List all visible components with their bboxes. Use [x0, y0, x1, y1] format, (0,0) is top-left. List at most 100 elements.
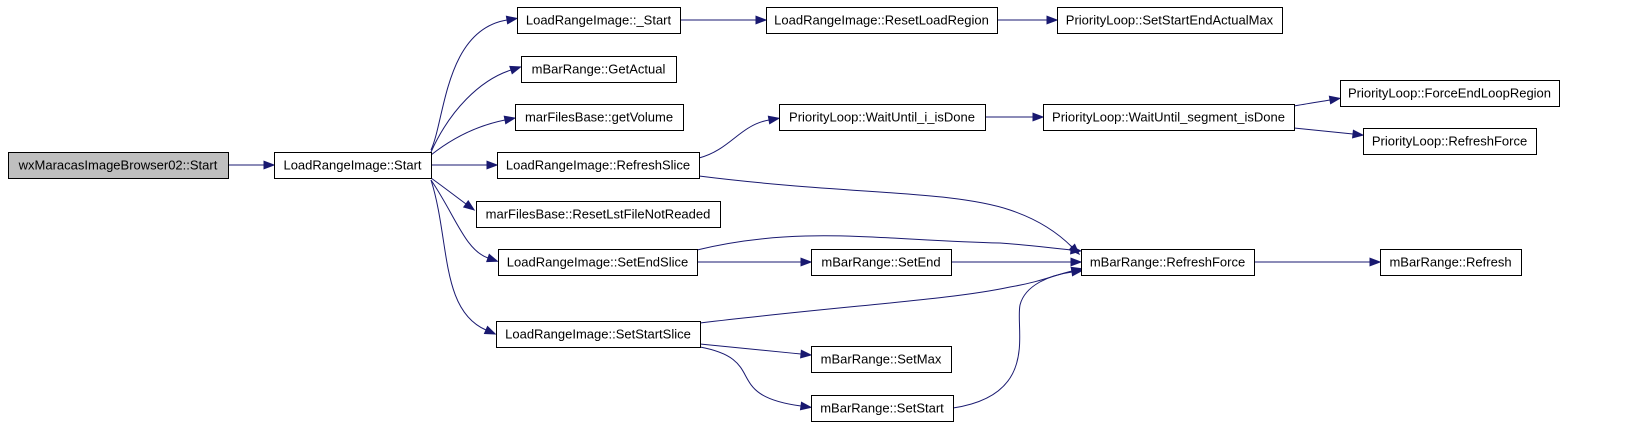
node-box — [766, 7, 998, 34]
node-label: PriorityLoop::WaitUntil_i_isDone — [789, 110, 975, 125]
edge-line — [1293, 127, 1354, 135]
edge-waituntili-to-waitsegment — [985, 112, 1045, 122]
node-ustart[interactable]: LoadRangeImage::_Start — [517, 7, 681, 34]
node-label: PriorityLoop::RefreshForce — [1372, 134, 1527, 149]
edge-setendslice-to-setend — [697, 257, 813, 267]
edge-line — [430, 177, 467, 205]
node-setmax[interactable]: mBarRange::SetMax — [811, 346, 952, 373]
node-resetlst[interactable]: marFilesBase::ResetLstFileNotReaded — [476, 201, 721, 228]
arrowhead-icon — [486, 253, 499, 263]
node-label: marFilesBase::getVolume — [525, 110, 673, 125]
node-box — [476, 201, 721, 228]
edges-layer — [228, 15, 1382, 411]
arrowhead-icon — [1352, 129, 1365, 139]
edge-refreshslice-to-waituntili — [698, 115, 781, 159]
node-label: wxMaracasImageBrowser02::Start — [18, 158, 218, 173]
node-start[interactable]: LoadRangeImage::Start — [274, 152, 432, 179]
edge-waitsegment-to-plrefreshforce — [1293, 127, 1365, 139]
edge-line — [696, 235, 1072, 251]
node-box — [1081, 249, 1255, 276]
edge-line — [430, 119, 506, 156]
node-box — [496, 321, 701, 348]
arrowhead-icon — [503, 115, 517, 125]
arrowhead-icon — [1070, 257, 1083, 267]
edge-start-to-resetlst — [430, 177, 476, 211]
edge-refreshforce_mbar-to-refresh — [1254, 257, 1382, 267]
arrowhead-icon — [263, 160, 276, 170]
node-label: mBarRange::GetActual — [532, 62, 666, 77]
node-box — [1380, 249, 1522, 276]
node-label: LoadRangeImage::SetStartSlice — [505, 327, 691, 342]
node-setstartslice[interactable]: LoadRangeImage::SetStartSlice — [496, 321, 701, 348]
edge-line — [699, 270, 1073, 324]
arrowhead-icon — [1046, 15, 1059, 25]
node-label: PriorityLoop::WaitUntil_segment_isDone — [1052, 110, 1285, 125]
node-refreshslice[interactable]: LoadRangeImage::RefreshSlice — [497, 152, 700, 179]
edge-line — [698, 119, 770, 159]
arrowhead-icon — [1070, 267, 1084, 277]
node-label: mBarRange::RefreshForce — [1090, 255, 1245, 270]
node-label: mBarRange::SetEnd — [821, 255, 940, 270]
arrowhead-icon — [1328, 95, 1342, 105]
node-root[interactable]: wxMaracasImageBrowser02::Start — [8, 152, 229, 179]
node-box — [1363, 128, 1537, 155]
arrowhead-icon — [755, 15, 768, 25]
edge-root-to-start — [228, 160, 276, 170]
node-box — [811, 395, 954, 422]
edge-setendslice-to-refreshforce_mbar — [696, 235, 1083, 255]
node-getactual[interactable]: mBarRange::GetActual — [521, 56, 677, 83]
node-getvolume[interactable]: marFilesBase::getVolume — [515, 104, 684, 131]
node-waitsegment[interactable]: PriorityLoop::WaitUntil_segment_isDone — [1043, 104, 1295, 131]
node-waituntili[interactable]: PriorityLoop::WaitUntil_i_isDone — [779, 104, 986, 131]
node-box — [521, 56, 677, 83]
node-label: marFilesBase::ResetLstFileNotReaded — [486, 207, 711, 222]
edge-start-to-setstartslice — [430, 179, 497, 335]
arrowhead-icon — [505, 15, 519, 25]
arrowhead-icon — [483, 325, 497, 335]
edge-refreshslice-to-refreshforce_mbar — [698, 175, 1081, 256]
edge-line — [699, 343, 802, 355]
edge-line — [699, 346, 802, 407]
edge-start-to-refreshslice — [431, 160, 499, 170]
edge-setstartslice-to-setmax — [699, 343, 813, 359]
node-setstartendmax[interactable]: PriorityLoop::SetStartEndActualMax — [1057, 7, 1283, 34]
node-box — [517, 7, 681, 34]
arrowhead-icon — [509, 65, 522, 75]
node-forceend[interactable]: PriorityLoop::ForceEndLoopRegion — [1340, 80, 1560, 107]
edge-line — [952, 271, 1073, 409]
node-resetload[interactable]: LoadRangeImage::ResetLoadRegion — [766, 7, 998, 34]
node-label: mBarRange::SetMax — [821, 352, 942, 367]
edge-start-to-setendslice — [430, 179, 499, 263]
edge-setstart-to-refreshforce_mbar — [952, 267, 1084, 409]
node-box — [1057, 7, 1283, 34]
node-box — [1043, 104, 1295, 131]
edge-ustart-to-resetload — [680, 15, 768, 25]
edge-line — [1293, 99, 1331, 107]
node-label: LoadRangeImage::ResetLoadRegion — [774, 13, 989, 28]
node-box — [498, 249, 698, 276]
node-label: LoadRangeImage::Start — [283, 158, 421, 173]
node-setend[interactable]: mBarRange::SetEnd — [811, 249, 952, 276]
node-setendslice[interactable]: LoadRangeImage::SetEndSlice — [498, 249, 698, 276]
edge-line — [698, 175, 1073, 248]
arrowhead-icon — [486, 160, 499, 170]
node-label: mBarRange::Refresh — [1389, 255, 1511, 270]
node-refresh[interactable]: mBarRange::Refresh — [1380, 249, 1522, 276]
node-setstart[interactable]: mBarRange::SetStart — [811, 395, 954, 422]
edge-resetload-to-setstartendmax — [997, 15, 1059, 25]
arrowhead-icon — [1369, 257, 1382, 267]
edge-line — [430, 69, 512, 153]
edge-start-to-getactual — [430, 65, 522, 153]
node-refreshforce-mbar[interactable]: mBarRange::RefreshForce — [1081, 249, 1255, 276]
node-box — [8, 152, 229, 179]
node-box — [274, 152, 432, 179]
node-label: PriorityLoop::ForceEndLoopRegion — [1348, 86, 1551, 101]
arrowhead-icon — [800, 349, 813, 359]
edge-waitsegment-to-forceend — [1293, 95, 1342, 107]
edge-start-to-getvolume — [430, 115, 517, 156]
edge-start-to-ustart — [430, 15, 519, 151]
node-label: LoadRangeImage::SetEndSlice — [507, 255, 688, 270]
node-plrefreshforce[interactable]: PriorityLoop::RefreshForce — [1363, 128, 1537, 155]
arrowhead-icon — [1032, 112, 1045, 122]
